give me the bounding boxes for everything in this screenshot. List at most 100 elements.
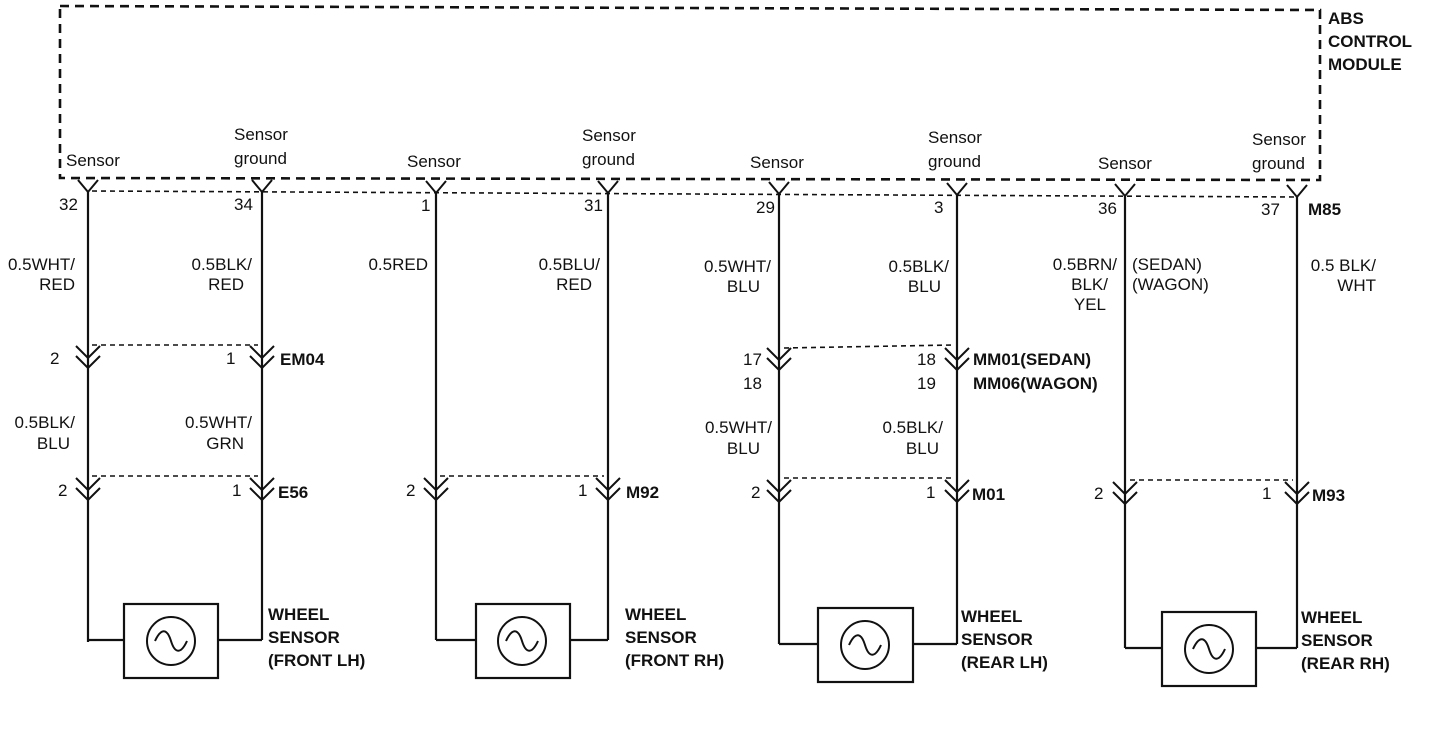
connector-chevron bbox=[75, 477, 101, 502]
connector-pin-number: 2 bbox=[406, 481, 415, 500]
connector-chevron bbox=[766, 479, 792, 504]
connector-pin-number: 1 bbox=[1262, 484, 1271, 503]
wheel-sensor-front-rh: WHEEL SENSOR (FRONT RH) bbox=[436, 602, 724, 680]
wire-color-label: 0.5WHT/ bbox=[704, 257, 771, 276]
pin-number: 34 bbox=[234, 195, 253, 214]
wire-variant-note: (SEDAN) bbox=[1132, 255, 1202, 274]
wire-color-label: RED bbox=[39, 275, 75, 294]
wire-color-label: 0.5BLK/ bbox=[883, 418, 944, 437]
connector-chevron bbox=[1284, 481, 1310, 506]
sensor-label: WHEEL bbox=[268, 605, 329, 624]
connector-chevron bbox=[251, 179, 273, 194]
connector-pin-number: 17 bbox=[743, 350, 762, 369]
sensor-label: SENSOR bbox=[1301, 631, 1373, 650]
wire-color-label: 0.5WHT/ bbox=[8, 255, 75, 274]
pin-label: ground bbox=[582, 150, 635, 169]
connector-pin-number: 2 bbox=[50, 349, 59, 368]
sensor-ac-symbol bbox=[146, 616, 196, 666]
sensor-label: WHEEL bbox=[1301, 608, 1362, 627]
wire-color-label: 0.5WHT/ bbox=[185, 413, 252, 432]
connector-chevron bbox=[423, 477, 449, 502]
connector-name: EM04 bbox=[280, 350, 325, 369]
sensor-ac-symbol bbox=[1184, 624, 1234, 674]
wire-color-label: 0.5WHT/ bbox=[705, 418, 772, 437]
sensor-label: (FRONT RH) bbox=[625, 651, 724, 670]
module-title-line1: ABS bbox=[1328, 9, 1364, 28]
wire-color-label: 0.5BRN/ bbox=[1053, 255, 1118, 274]
connector-chevron bbox=[595, 477, 621, 502]
connector-name: M93 bbox=[1312, 486, 1345, 505]
connector-pin-number: 18 bbox=[917, 350, 936, 369]
connector-chevron bbox=[249, 477, 275, 502]
pin-label: Sensor bbox=[582, 126, 636, 145]
pin-label: ground bbox=[1252, 154, 1305, 173]
wire-color-label: 0.5BLK/ bbox=[192, 255, 253, 274]
upper-wire-labels: 0.5WHT/ RED 0.5BLK/ RED 0.5RED 0.5BLU/ R… bbox=[8, 255, 1376, 314]
sine-wave-icon bbox=[505, 630, 539, 652]
wire-color-label: GRN bbox=[206, 434, 244, 453]
wire-color-label: BLU bbox=[727, 277, 760, 296]
connector-chevron bbox=[1114, 183, 1136, 198]
wire-variant-note: (WAGON) bbox=[1132, 275, 1209, 294]
wheel-sensor-rear-rh: WHEEL SENSOR (REAR RH) bbox=[1125, 608, 1390, 688]
lower-wire-labels: 0.5BLK/ BLU 0.5WHT/ GRN 0.5WHT/ BLU 0.5B… bbox=[15, 413, 944, 458]
pin-number: 32 bbox=[59, 195, 78, 214]
connector-chevron bbox=[944, 347, 970, 372]
connector-pin-number: 18 bbox=[743, 374, 762, 393]
connector-chevron bbox=[597, 180, 619, 195]
pin-number: 31 bbox=[584, 196, 603, 215]
wire-color-label: BLU bbox=[37, 434, 70, 453]
pin-number: 29 bbox=[756, 198, 775, 217]
wire-color-label: 0.5RED bbox=[368, 255, 428, 274]
connector-pin-number: 2 bbox=[1094, 484, 1103, 503]
wire-color-label: BLU bbox=[727, 439, 760, 458]
sensor-label: SENSOR bbox=[961, 630, 1033, 649]
sine-wave-icon bbox=[1192, 638, 1226, 660]
pin-label: Sensor bbox=[66, 151, 120, 170]
connector-chevron bbox=[77, 179, 99, 194]
sensor-connector-labels: 2 1 E56 2 1 M92 2 1 M01 2 1 M93 bbox=[58, 481, 1345, 505]
connector-pin-number: 2 bbox=[751, 483, 760, 502]
sensor-ac-symbol bbox=[497, 616, 547, 666]
wheel-sensor-front-lh: WHEEL SENSOR (FRONT LH) bbox=[88, 602, 365, 680]
mm01-dashline bbox=[783, 344, 954, 349]
wires bbox=[86, 192, 1299, 648]
pin-label: Sensor bbox=[1252, 130, 1306, 149]
pin-number: 3 bbox=[934, 198, 943, 217]
module-connector-dashline bbox=[91, 190, 1296, 198]
connector-pin-number: 1 bbox=[926, 483, 935, 502]
wire-color-label: YEL bbox=[1074, 295, 1106, 314]
connector-chevron bbox=[766, 347, 792, 372]
connector-chevron bbox=[946, 182, 968, 197]
sensor-label: WHEEL bbox=[961, 607, 1022, 626]
sensor-label: (REAR LH) bbox=[961, 653, 1048, 672]
wire-color-label: 0.5 BLK/ bbox=[1311, 256, 1376, 275]
connector-chevrons bbox=[75, 179, 1310, 506]
pin-number: 36 bbox=[1098, 199, 1117, 218]
connector-pin-number: 2 bbox=[58, 481, 67, 500]
connector-chevron bbox=[75, 345, 101, 370]
pin-label: ground bbox=[928, 152, 981, 171]
module-connector-name: M85 bbox=[1308, 200, 1341, 219]
connector-pin-number: 1 bbox=[578, 481, 587, 500]
sensor-label: WHEEL bbox=[625, 605, 686, 624]
connector-name: MM01(SEDAN) bbox=[973, 350, 1091, 369]
sensor-ac-symbol bbox=[840, 620, 890, 670]
sine-wave-icon bbox=[154, 630, 188, 652]
wire-color-label: RED bbox=[556, 275, 592, 294]
connector-pin-number: 19 bbox=[917, 374, 936, 393]
pin-label: ground bbox=[234, 149, 287, 168]
wire-color-label: BLU bbox=[908, 277, 941, 296]
pin-label: Sensor bbox=[407, 152, 461, 171]
pin-label: Sensor bbox=[928, 128, 982, 147]
wire-color-label: 0.5BLU/ bbox=[539, 255, 601, 274]
sine-wave-icon bbox=[848, 634, 882, 656]
connector-name: MM06(WAGON) bbox=[973, 374, 1098, 393]
pin-number: 37 bbox=[1261, 200, 1280, 219]
connector-chevron bbox=[944, 479, 970, 504]
wire-color-label: RED bbox=[208, 275, 244, 294]
connector-pin-number: 1 bbox=[232, 481, 241, 500]
module-title-line2: CONTROL bbox=[1328, 32, 1412, 51]
mid-connector-labels: 2 1 EM04 17 18 18 19 MM01(SEDAN) MM06(WA… bbox=[50, 349, 1098, 393]
